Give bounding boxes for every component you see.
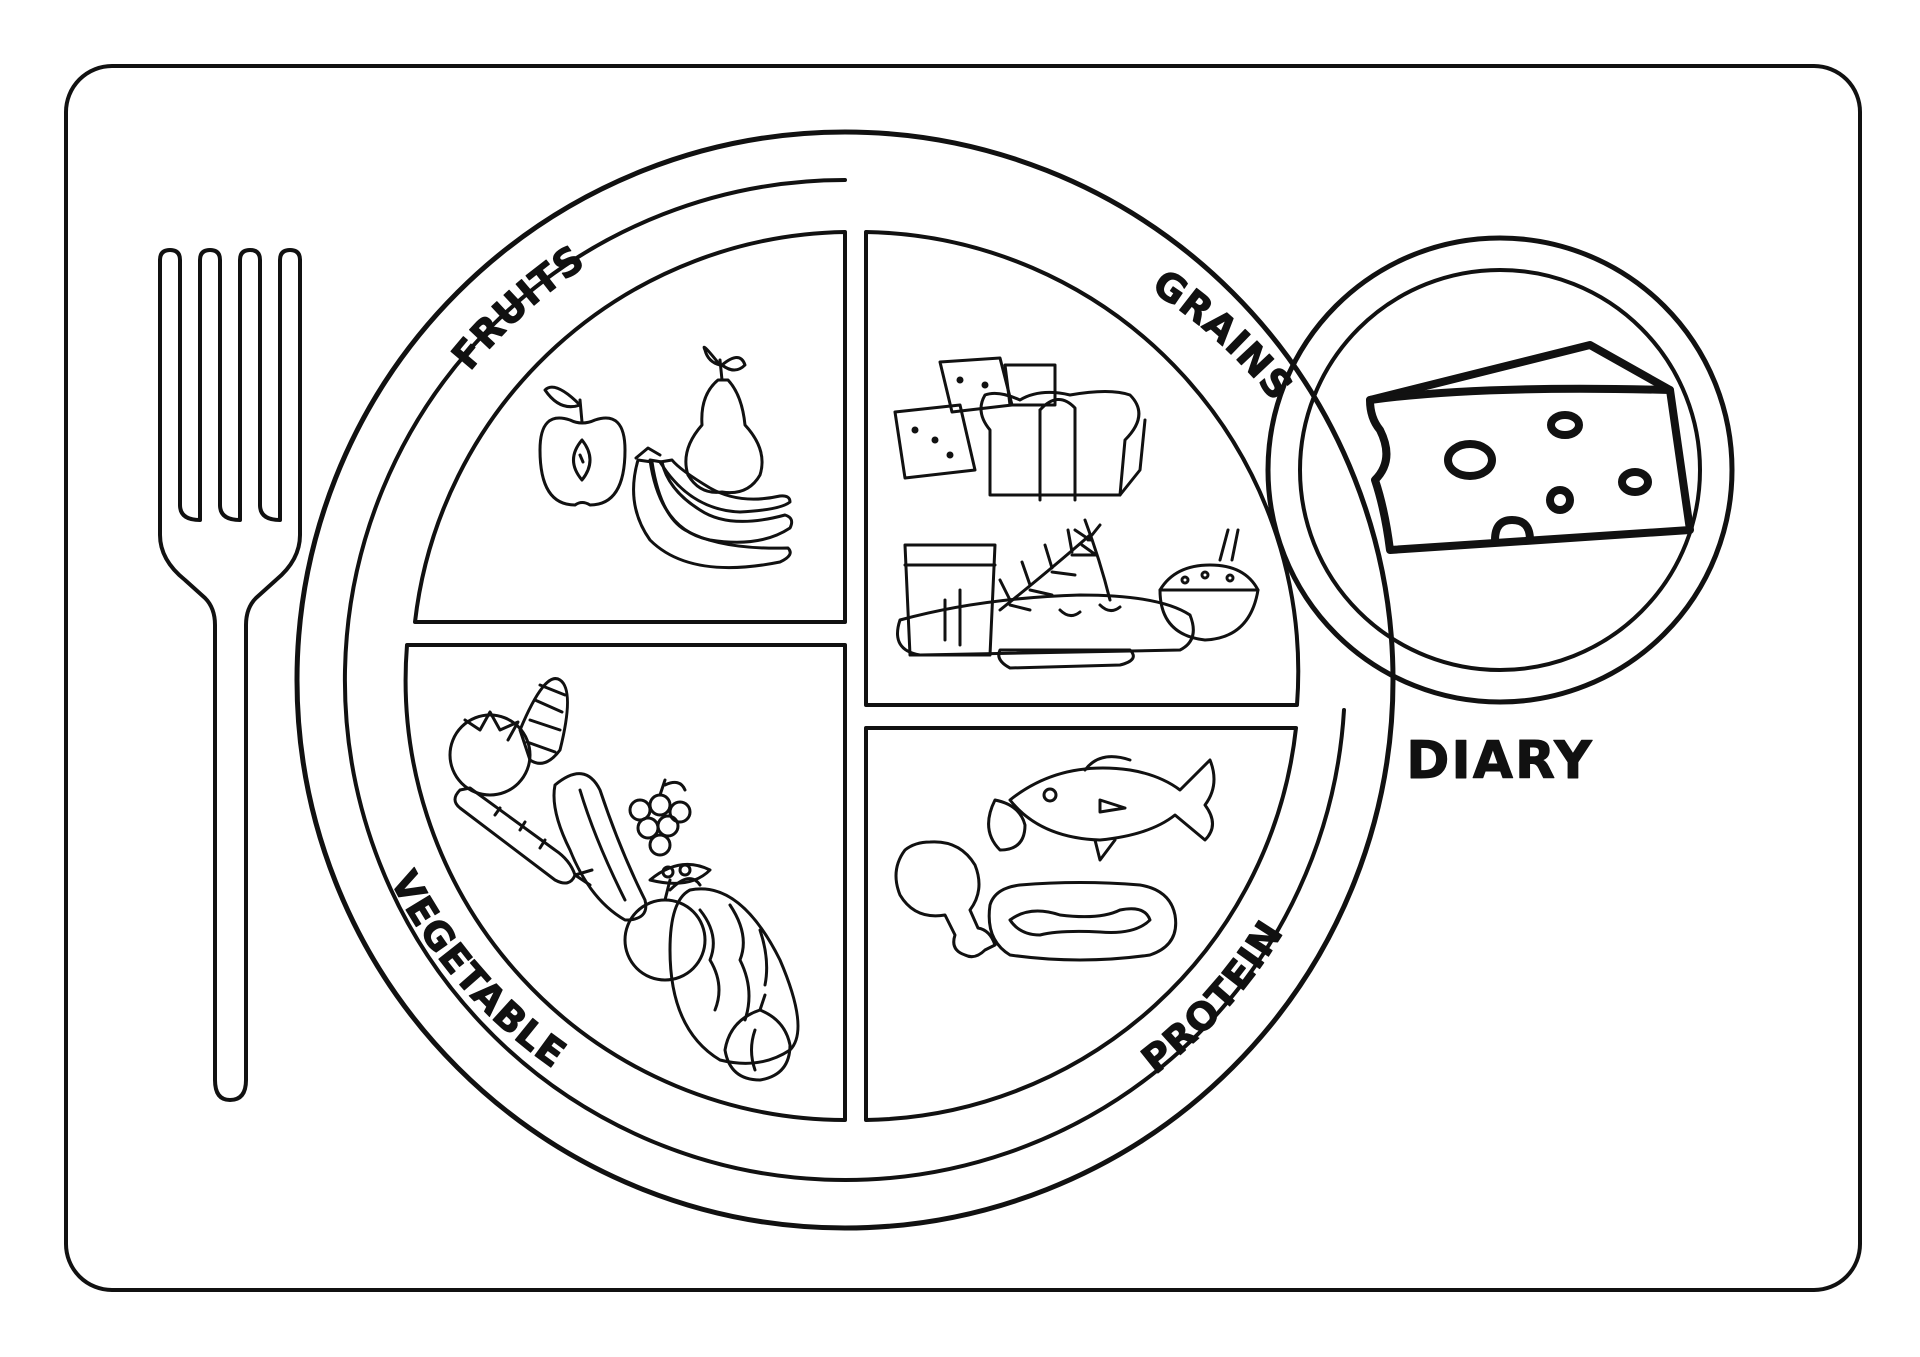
dairy-plate-inner xyxy=(1298,268,1702,672)
dairy-plate-outer xyxy=(1265,235,1735,705)
rice-bowl-icon xyxy=(1158,528,1260,642)
fruits-section xyxy=(413,230,847,624)
protein-label: PROTEIN xyxy=(1133,913,1292,1083)
egg-icon xyxy=(987,798,1027,852)
tomato-icon xyxy=(448,710,532,797)
cheese-icon xyxy=(1366,341,1694,554)
crackers-icon xyxy=(893,356,1057,480)
bread-loaf-icon xyxy=(979,390,1147,502)
chicken-leg-icon xyxy=(894,840,997,959)
cereal-box-icon xyxy=(903,543,997,657)
grapes-icon xyxy=(628,778,692,857)
protein-section xyxy=(864,726,1298,1122)
plate-outer-rim xyxy=(294,129,1396,1231)
cabbage-icon xyxy=(668,887,800,1065)
baguette-icon xyxy=(896,593,1195,670)
onion-icon xyxy=(723,993,792,1082)
banana-icon xyxy=(632,446,794,570)
pear-icon xyxy=(684,345,764,495)
fruits-label: FRUITS xyxy=(443,236,592,378)
steak-icon xyxy=(987,881,1178,962)
grains-section xyxy=(864,230,1301,707)
fork-icon xyxy=(158,248,302,1102)
vegetables-section xyxy=(403,643,847,1122)
vegetables-label: VEGETABLES xyxy=(0,0,575,1077)
fish-icon xyxy=(1008,755,1216,862)
placemat xyxy=(64,64,1862,1292)
plate-inner-rim xyxy=(342,178,1346,1182)
carrot-icon xyxy=(453,786,594,887)
corn-icon xyxy=(518,677,569,765)
peas-icon xyxy=(648,862,712,885)
cucumber-icon xyxy=(552,772,648,922)
dairy-label: DIARY xyxy=(1406,731,1594,791)
apple-icon xyxy=(538,385,627,507)
radish-icon xyxy=(623,877,707,982)
wheat-icon xyxy=(998,518,1112,612)
